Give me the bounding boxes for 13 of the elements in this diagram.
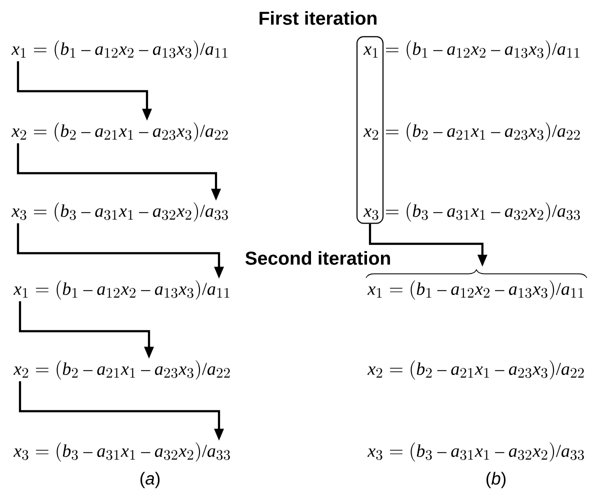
equation: $x_1 = (b_1 - a_{12}x_2 - a_{13}x_3)/a_{11}$: [13, 280, 230, 300]
equation: $x_3 = (b_3 - a_{31}x_1 - a_{32}x_2)/a_{33}$: [13, 442, 230, 462]
equation: $x_1 = (b_1 - a_{12}x_2 - a_{13}x_3)/a_{11}$: [11, 40, 228, 60]
panel-label: (b): [486, 472, 506, 488]
equation: $x_2 = (b_2 - a_{21}x_1 - a_{23}x_3)/a_{22}$: [367, 360, 584, 380]
panel-label: (a): [140, 472, 160, 488]
equation: $x_3 = (b_3 - a_{31}x_1 - a_{32}x_2)/a_{33}$: [367, 442, 584, 462]
heading: Second iteration: [245, 251, 390, 265]
equation: $x_2 = (b_2 - a_{21}x_1 - a_{23}x_3)/a_{22}$: [13, 360, 230, 380]
equation: $x_2 = (b_2 - a_{21}x_1 - a_{23}x_3)/a_{22}$: [11, 122, 228, 142]
equation: $x_3 = (b_3 - a_{31}x_1 - a_{32}x_2)/a_{33}$: [11, 202, 228, 222]
heading: First iteration: [260, 11, 376, 25]
equation: $x_1 = (b_1 - a_{12}x_2 - a_{13}x_3)/a_{11}$: [367, 280, 584, 300]
